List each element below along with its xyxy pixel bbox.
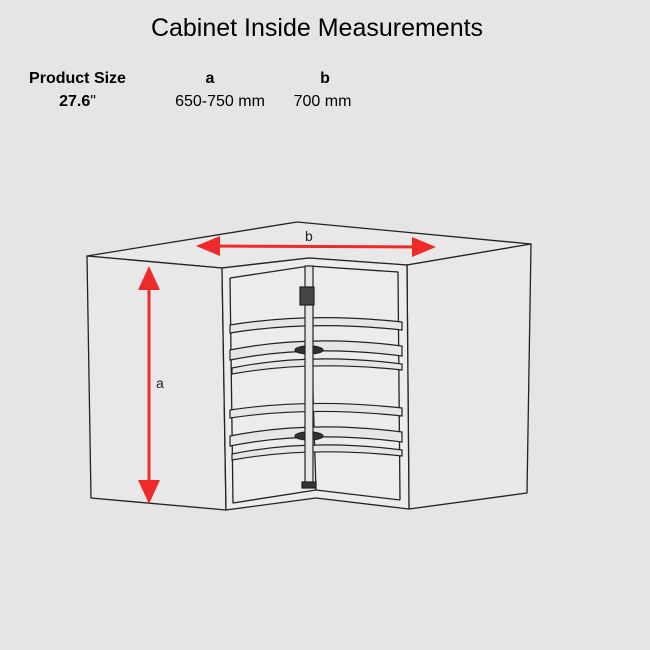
pole-foot xyxy=(301,481,317,489)
arrow-b-right-head xyxy=(412,237,436,257)
arrow-a xyxy=(138,266,160,504)
header-a: a xyxy=(205,70,215,87)
upper-shelf xyxy=(229,317,403,375)
pole-bracket xyxy=(299,286,315,306)
product-size-number: 27.6 xyxy=(59,93,91,110)
right-panel xyxy=(406,243,532,510)
interior-floor-line xyxy=(229,277,401,504)
dimension-arrows xyxy=(138,236,436,504)
arrow-b xyxy=(196,236,436,257)
page-title: Cabinet Inside Measurements xyxy=(150,14,484,42)
product-size-value: 27.6" xyxy=(20,93,135,111)
product-size-unit: " xyxy=(90,93,96,110)
header-product-size: Product Size xyxy=(29,70,126,87)
interior-back-line xyxy=(229,265,401,501)
label-b: b xyxy=(305,228,313,244)
arrow-a-top-head xyxy=(138,266,160,290)
shelves xyxy=(229,317,403,461)
center-pole xyxy=(299,265,317,489)
arrow-b-left-head xyxy=(196,236,220,256)
header-b: b xyxy=(320,70,330,87)
label-a: a xyxy=(156,375,164,391)
a-value: 650-750 mm xyxy=(175,93,265,110)
lower-shelf xyxy=(229,402,403,461)
arrow-a-bottom-head xyxy=(138,480,160,504)
b-value: 700 mm xyxy=(293,93,352,110)
